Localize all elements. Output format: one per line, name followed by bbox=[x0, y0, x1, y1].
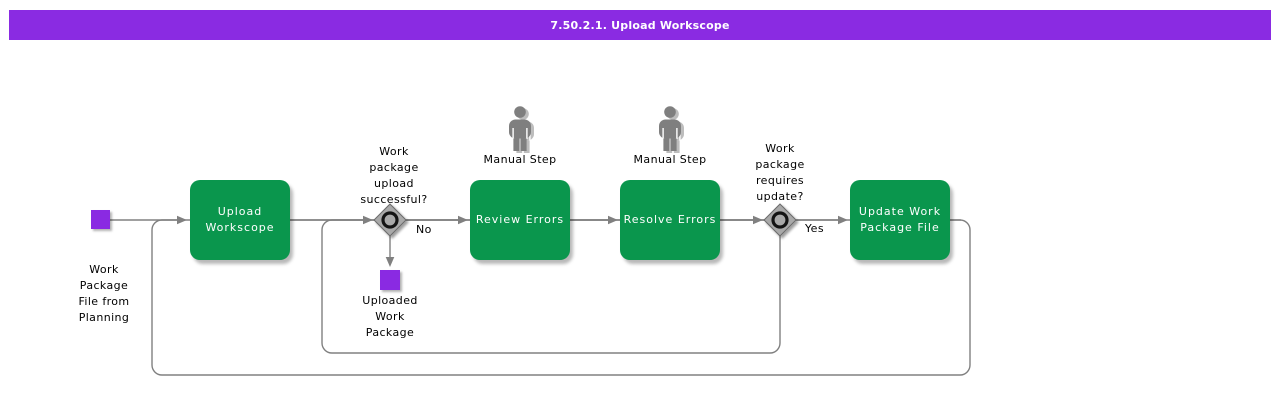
circle-in-diamond-icon bbox=[381, 211, 399, 229]
page-title: 7.50.2.1. Upload Workscope bbox=[550, 18, 730, 32]
task-review-errors: Review Errors bbox=[470, 180, 570, 260]
uploaded-data-label: Uploaded Work Package bbox=[362, 294, 418, 339]
decision1-question: Work package upload successful? bbox=[360, 145, 428, 206]
arrow-into-decision2 bbox=[753, 215, 763, 225]
task-update-work-package-file: Update Work Package File bbox=[850, 180, 950, 260]
arrow-into-update bbox=[838, 215, 848, 225]
diamond-icon bbox=[763, 203, 797, 237]
uploaded-data-square bbox=[380, 270, 400, 290]
decision2-question: Work package requires update? bbox=[755, 142, 805, 203]
arrow-into-decision1 bbox=[363, 215, 373, 225]
arrow-into-uploaded-square bbox=[385, 257, 395, 267]
decision-requires-update bbox=[763, 203, 797, 237]
title-bar: 7.50.2.1. Upload Workscope bbox=[9, 10, 1271, 40]
manual-step-label-review: Manual Step bbox=[483, 153, 557, 166]
start-data-label: Work Package File from Planning bbox=[78, 263, 130, 324]
circle-in-diamond-icon bbox=[771, 211, 789, 229]
task-upload-workscope: Upload Workscope bbox=[190, 180, 290, 260]
arrow-into-resolve bbox=[608, 215, 618, 225]
arrowheads bbox=[177, 215, 848, 267]
arrow-into-upload bbox=[177, 215, 187, 225]
decision-upload-successful bbox=[373, 203, 407, 237]
flow-lines bbox=[110, 219, 961, 260]
diamond-icon bbox=[373, 203, 407, 237]
arrow-into-review bbox=[458, 215, 468, 225]
task-resolve-errors: Resolve Errors bbox=[620, 180, 720, 260]
decision2-yes-label: Yes bbox=[805, 222, 824, 235]
manual-step-label-resolve: Manual Step bbox=[633, 153, 707, 166]
start-data-square bbox=[91, 210, 110, 229]
decision1-no-label: No bbox=[416, 223, 432, 236]
